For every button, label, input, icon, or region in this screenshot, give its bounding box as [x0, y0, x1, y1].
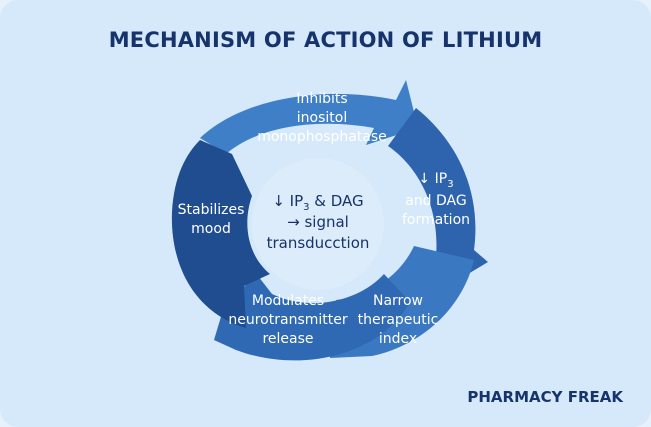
center-line-2: → signal — [287, 213, 349, 231]
svg-text:and DAG: and DAG — [405, 193, 467, 209]
label-stabilizes-mood: Stabilizes mood — [178, 202, 245, 237]
svg-text:↓ IP3: ↓ IP3 — [418, 171, 453, 190]
svg-text:Narrow: Narrow — [373, 293, 423, 309]
segment-inhibits-imp — [200, 80, 418, 154]
svg-text:Inhibits: Inhibits — [296, 91, 347, 107]
svg-text:Stabilizes: Stabilizes — [178, 202, 245, 218]
label-ip3-dag: ↓ IP3 and DAG formation — [402, 171, 470, 228]
label-modulates-release: Modulates neurotransmitter release — [228, 293, 347, 347]
center-line-3: transducction — [267, 234, 370, 252]
svg-text:release: release — [262, 331, 313, 347]
brand-logo-text: PHARMACY FREAK — [467, 388, 623, 406]
svg-text:mood: mood — [191, 221, 231, 237]
svg-text:Modulates: Modulates — [252, 293, 324, 309]
segment-modulates-release — [214, 274, 410, 361]
svg-text:neurotransmitter: neurotransmitter — [228, 312, 347, 328]
segment-ip3-dag — [388, 108, 488, 286]
svg-text:formation: formation — [402, 212, 470, 228]
svg-text:index: index — [379, 331, 417, 347]
svg-text:inositol: inositol — [297, 110, 347, 126]
svg-text:therapeutic: therapeutic — [358, 312, 439, 328]
label-narrow-index: Narrow therapeutic index — [358, 293, 439, 347]
center-disc — [252, 158, 384, 290]
svg-text:monophosphatase: monophosphatase — [257, 129, 387, 145]
center-line-1: ↓ IP3 & DAG — [272, 192, 363, 213]
diagram-title: MECHANISM OF ACTION OF LITHIUM — [108, 28, 543, 52]
label-inhibits-imp: Inhibits inositol monophosphatase — [257, 91, 387, 145]
segment-stabilizes-mood — [171, 140, 270, 328]
